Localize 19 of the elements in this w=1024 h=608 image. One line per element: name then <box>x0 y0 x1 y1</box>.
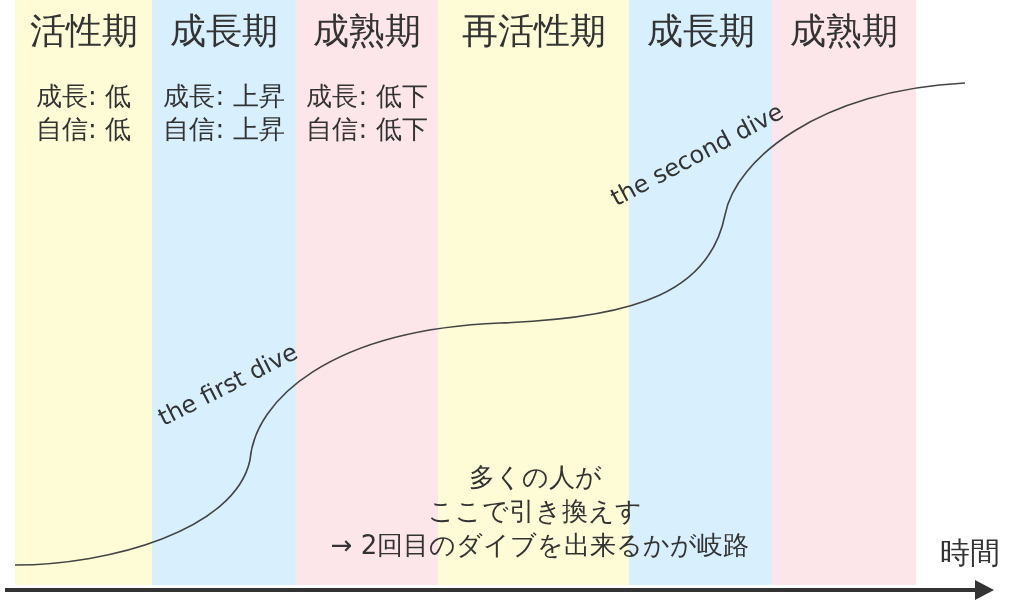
note-text: ここで引き換えす <box>428 496 642 528</box>
dive-label: the first dive <box>153 337 303 433</box>
phase-band <box>152 0 296 585</box>
phase-band <box>15 0 152 585</box>
phase-note: 成長: 低 <box>36 81 131 113</box>
phase-heading: 成熟期 <box>790 9 898 53</box>
note-text: → 2回目のダイブを出来るかが岐路 <box>330 530 750 562</box>
phase-heading: 活性期 <box>29 9 138 53</box>
note-text: 多くの人が <box>468 462 602 494</box>
phase-note: 自信: 低 <box>36 114 131 146</box>
phase-note: 成長: 低下 <box>306 81 428 113</box>
phase-note: 成長: 上昇 <box>163 81 285 113</box>
axis-label: 時間 <box>940 535 1000 571</box>
phase-heading: 成長期 <box>646 9 755 53</box>
phase-heading: 再活性期 <box>461 9 606 53</box>
phase-heading: 成熟期 <box>313 9 421 53</box>
phase-note: 自信: 低下 <box>306 114 428 146</box>
phase-heading: 成長期 <box>170 9 278 53</box>
phase-note: 自信: 上昇 <box>163 114 285 146</box>
